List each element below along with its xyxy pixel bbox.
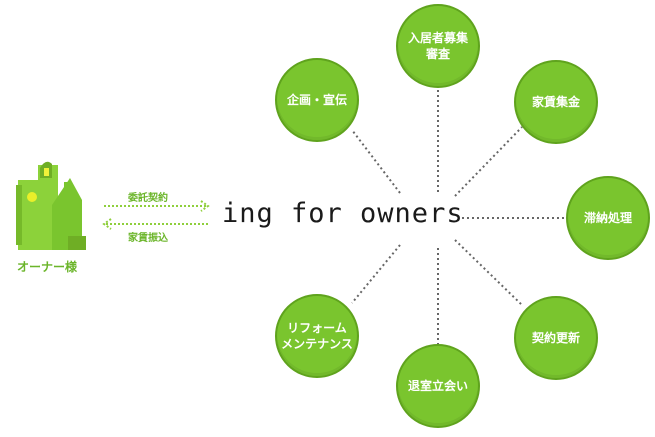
- node-contract-renewal: 契約更新: [514, 296, 598, 380]
- node-label: 家賃集金: [531, 95, 580, 109]
- owner-label: オーナー様: [16, 260, 77, 274]
- arrow-to-owner-head: [102, 218, 112, 230]
- center-title: ing for owners: [222, 198, 464, 229]
- flow-label-rent-transfer: 家賃振込: [128, 233, 168, 244]
- flow-arrows: [102, 200, 210, 230]
- node-label: リフォーム メンテナンス: [281, 321, 353, 351]
- node-move-out: 退室立会い: [396, 344, 480, 428]
- connector-rent-collection: [454, 126, 523, 197]
- connector-planning: [351, 129, 401, 194]
- flow-label-contract: 委託契約: [128, 193, 168, 204]
- node-label: 入居者募集 審査: [407, 31, 468, 61]
- node-label: 退室立会い: [407, 379, 468, 393]
- connector-renovation: [351, 244, 401, 304]
- node-tenant-screening: 入居者募集 審査: [396, 4, 480, 88]
- node-renovation: リフォーム メンテナンス: [275, 294, 359, 378]
- building-icon: [16, 161, 86, 250]
- node-rent-collection: 家賃集金: [514, 60, 598, 144]
- node-delinquency: 滞納処理: [566, 176, 650, 260]
- node-label: 滞納処理: [583, 211, 632, 225]
- node-planning: 企画・宣伝: [275, 58, 359, 142]
- connector-lines: [351, 90, 566, 348]
- connector-contract-renewal: [454, 239, 523, 306]
- node-label: 企画・宣伝: [286, 93, 347, 107]
- arrow-to-center-head: [200, 200, 210, 212]
- node-label: 契約更新: [531, 331, 580, 345]
